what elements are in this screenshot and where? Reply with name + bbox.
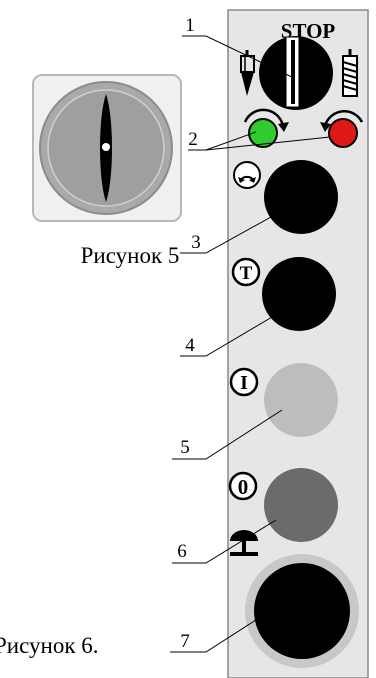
callout-leaders bbox=[170, 35, 331, 653]
rotation-ccw-arrow-icon bbox=[323, 110, 364, 127]
on-symbol-icon bbox=[229, 367, 259, 397]
timer-button[interactable] bbox=[262, 257, 336, 331]
emergency-stop-button[interactable] bbox=[254, 563, 350, 659]
figure5-selector-switch bbox=[32, 74, 182, 222]
green-indicator-lamp bbox=[248, 118, 278, 148]
callout-number-6: 6 bbox=[177, 541, 187, 562]
callout-number-2: 2 bbox=[188, 129, 198, 150]
tapping-mode-icon bbox=[342, 49, 358, 97]
selector-pointer-dot bbox=[102, 143, 110, 151]
figure6-caption: Рисунок 6. bbox=[0, 633, 99, 658]
callout-number-5: 5 bbox=[180, 437, 190, 458]
emergency-stop-symbol-icon bbox=[230, 530, 258, 556]
stop-selector-indicator-line bbox=[291, 40, 295, 104]
rotation-symbol-icon bbox=[233, 161, 261, 189]
off-symbol-label: 0 bbox=[238, 475, 249, 499]
on-button[interactable] bbox=[264, 363, 338, 437]
rotation-cw-arrowhead-icon bbox=[278, 122, 289, 132]
rotation-button[interactable] bbox=[264, 160, 338, 234]
timer-symbol-label: T bbox=[240, 263, 253, 284]
on-symbol-label: I bbox=[240, 372, 248, 394]
callout-number-1: 1 bbox=[185, 15, 195, 36]
off-symbol-icon bbox=[228, 471, 258, 501]
rotation-cw-arrow-icon bbox=[243, 108, 285, 127]
callout-number-7: 7 bbox=[180, 631, 190, 652]
off-button[interactable] bbox=[264, 468, 338, 542]
drill-mode-icon bbox=[240, 50, 255, 96]
callout-number-3: 3 bbox=[191, 232, 201, 253]
red-indicator-lamp bbox=[328, 118, 358, 148]
timer-symbol-icon bbox=[231, 257, 261, 287]
rotation-ccw-arrowhead-icon bbox=[320, 122, 331, 132]
figure5-caption: Рисунок 5 bbox=[81, 243, 180, 268]
callout-number-4: 4 bbox=[185, 335, 195, 356]
